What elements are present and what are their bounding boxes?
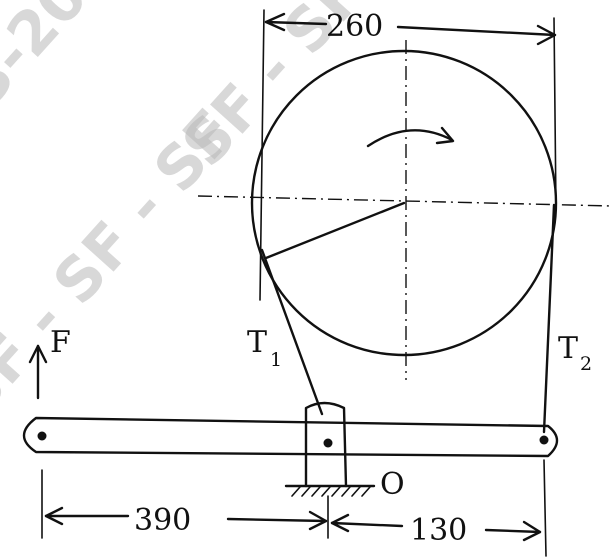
rotation-arrow	[366, 126, 455, 148]
lever-arm	[22, 416, 559, 458]
dim-390-label: 390	[134, 503, 191, 538]
dimension-390: 390	[44, 503, 328, 538]
band-strand-t2	[542, 203, 556, 434]
t2-sub: 2	[580, 353, 592, 375]
t1-main: T	[247, 325, 267, 360]
band-strand-t1	[260, 248, 324, 416]
pin-pivot	[323, 438, 333, 448]
dimension-260: 260	[264, 9, 557, 46]
force-f: F	[28, 325, 71, 400]
watermark-text-3: 3-2022	[0, 0, 157, 120]
t2-main: T	[558, 331, 578, 366]
force-label: F	[50, 325, 71, 360]
pivot-bracket	[304, 401, 348, 488]
label-t2: T 2	[558, 331, 592, 375]
extension-line-right-bottom	[543, 459, 547, 557]
dimension-130: 130	[330, 513, 542, 548]
watermark: 3-2022 SF - SF - SF SF - SF - SF	[0, 0, 479, 430]
radius-line	[264, 201, 406, 260]
pin-right-end	[539, 435, 549, 445]
drum	[250, 49, 558, 357]
dim-260-label: 260	[326, 9, 383, 44]
pin-left-end	[37, 431, 47, 441]
dim-130-label: 130	[410, 513, 467, 548]
horizontal-centerline	[197, 195, 612, 207]
extension-line-right-top	[553, 17, 557, 211]
label-t1: T 1	[247, 325, 282, 371]
t1-sub: 1	[270, 349, 282, 371]
pivot-label: O	[380, 467, 405, 502]
ground-support	[284, 484, 376, 497]
